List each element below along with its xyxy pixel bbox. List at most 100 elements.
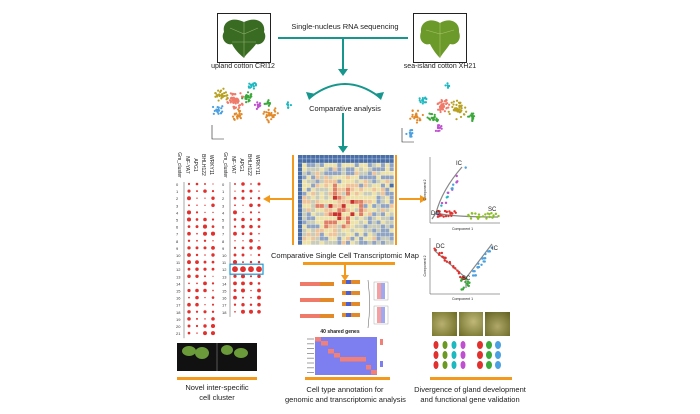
heatmap-cell [298, 232, 303, 237]
heatmap-cell [328, 171, 333, 176]
heatmap-cell [359, 232, 364, 237]
heatmap-cell [302, 183, 307, 188]
right-sample-label: sea-island cotton XH21 [403, 63, 477, 70]
leaf-image-cri12 [217, 13, 271, 63]
heatmap-cell [332, 220, 337, 225]
heatmap-cell [298, 163, 303, 167]
heatmap-cell [346, 204, 351, 208]
cell-point [450, 187, 453, 190]
umap-point [451, 105, 454, 109]
dot [233, 281, 237, 286]
heatmap-cell [372, 208, 377, 212]
heatmap-cell [337, 236, 342, 241]
heatmap-block [334, 353, 340, 358]
umap-point [223, 91, 226, 95]
dot [242, 261, 244, 264]
violin [433, 351, 439, 359]
cell-point [443, 259, 446, 262]
heatmap-cell [319, 155, 324, 159]
heatmap-cell [354, 159, 359, 163]
umap-point [289, 103, 293, 107]
heatmap-cell [302, 216, 307, 221]
heatmap-cell [346, 195, 351, 200]
cell-point [444, 214, 448, 218]
heatmap-cell [306, 171, 311, 176]
heatmap-cell [363, 228, 368, 233]
heatmap-cell [341, 208, 346, 212]
heatmap-cell [311, 208, 316, 212]
row-label: 10 [176, 253, 181, 258]
dot [212, 289, 214, 292]
heatmap-cell [350, 159, 355, 163]
dot [202, 231, 208, 236]
heatmap-cell [389, 163, 394, 167]
heatmap-cell [315, 236, 320, 241]
sequencing-title: Single-nucleus RNA sequencing [291, 22, 399, 31]
heatmap-cell [302, 232, 307, 237]
orange-underline [430, 377, 512, 380]
dot [250, 254, 252, 256]
cell-point [473, 270, 476, 273]
cell-point [442, 215, 445, 218]
heatmap-cell [359, 224, 364, 229]
umap-xh21 [401, 82, 476, 143]
heatmap-cell [311, 216, 316, 221]
dot [186, 217, 192, 222]
heatmap-cell [372, 191, 377, 196]
heatmap-cell [376, 224, 381, 229]
heatmap-cell [363, 167, 368, 172]
heatmap-cell [380, 159, 385, 163]
heatmap-cell [341, 175, 346, 180]
leaf-icon [222, 19, 266, 58]
heatmap-cell [380, 191, 385, 196]
dot [233, 210, 237, 215]
umap-point [263, 110, 266, 113]
heatmap-cell [389, 224, 394, 229]
row-label: 3 [176, 203, 179, 208]
heatmap-cell [324, 200, 329, 204]
heatmap-cell [337, 159, 342, 163]
umap-point [459, 115, 463, 119]
dot [211, 253, 215, 257]
cell-point [485, 217, 488, 220]
dot [257, 260, 261, 264]
heatmap-cell [380, 212, 385, 217]
transcriptomic-heatmap [298, 155, 394, 245]
gene-exon [346, 313, 351, 317]
dot [196, 232, 198, 235]
heatmap-cell [306, 216, 311, 221]
cell-point [484, 252, 487, 256]
heatmap-cell [363, 183, 368, 188]
heatmap-cell [372, 220, 377, 225]
heatmap-cell [315, 191, 320, 196]
heatmap-cell [346, 228, 351, 233]
heatmap-cell [372, 155, 377, 159]
heatmap-cell [346, 216, 351, 221]
umap-point [405, 132, 408, 136]
dot [187, 225, 191, 228]
cell-point [456, 269, 459, 272]
umap-point [442, 105, 445, 108]
dot [233, 303, 237, 306]
umap-point [437, 124, 441, 127]
dot [187, 331, 191, 335]
heatmap-cell [306, 195, 311, 200]
dot [233, 225, 237, 228]
dot [212, 211, 214, 214]
heatmap-cell [328, 204, 333, 208]
dot [233, 231, 237, 236]
umap-point [239, 117, 242, 120]
dot [240, 288, 246, 293]
dot [204, 197, 206, 199]
heatmap-cell [311, 200, 316, 204]
axes [429, 238, 500, 295]
violin [477, 361, 483, 369]
heatmap-cell [328, 195, 333, 200]
heatmap-cell [337, 228, 342, 233]
heatmap-cell [302, 155, 307, 159]
umap-point [249, 93, 252, 96]
cell-point [466, 284, 470, 287]
heatmap-cell [337, 187, 342, 192]
umap-point [445, 106, 448, 110]
